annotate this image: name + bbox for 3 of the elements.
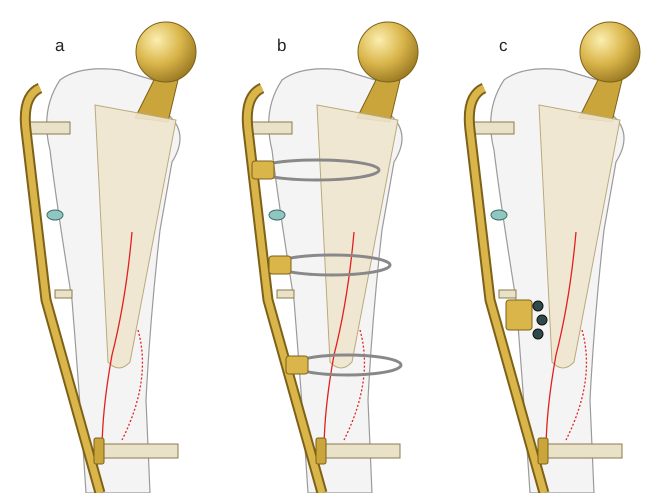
- panel-letter: c: [499, 36, 508, 56]
- panel-letter: a: [55, 36, 64, 56]
- panel-letter: b: [277, 36, 286, 56]
